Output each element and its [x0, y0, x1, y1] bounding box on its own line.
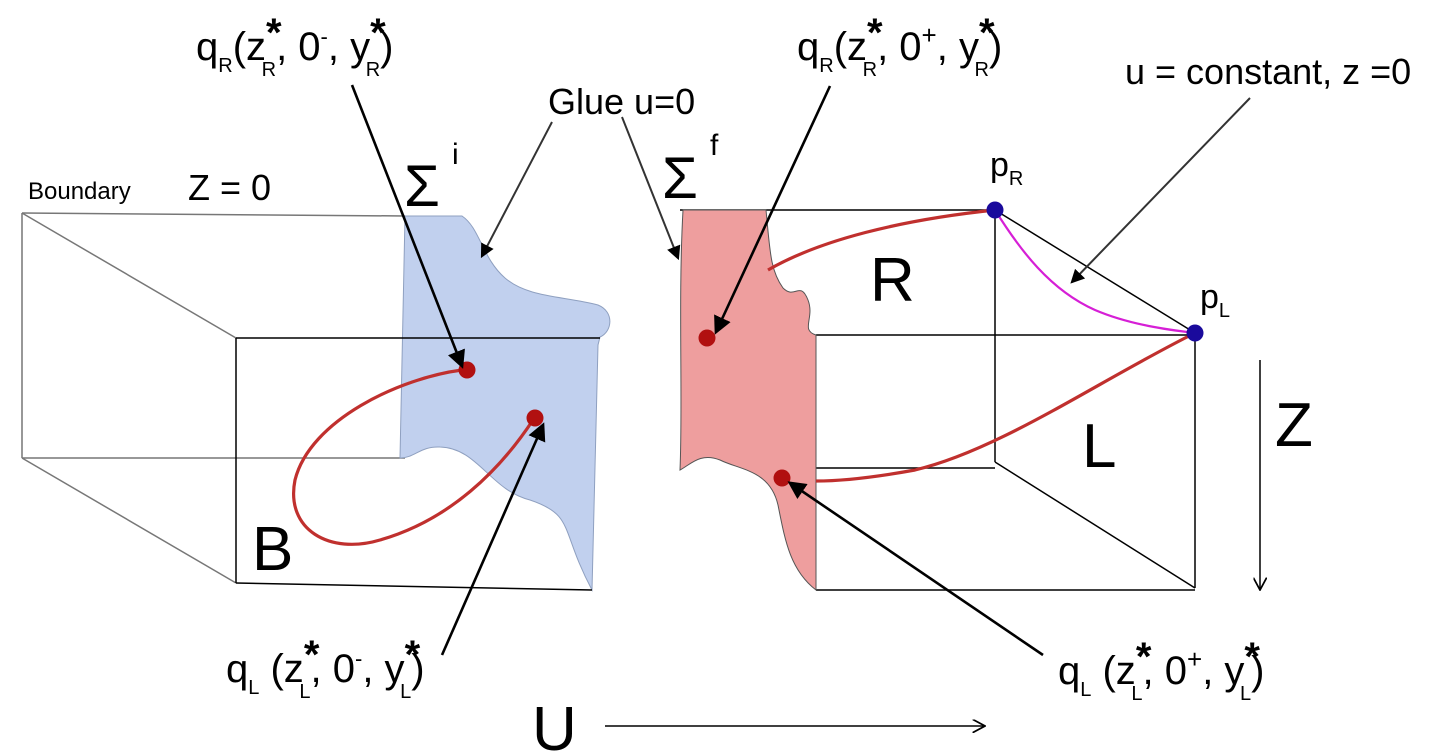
- geodesic-left-loop: [292, 368, 535, 546]
- formula-qL-plus: qL (z*L, 0+, y*L): [1058, 635, 1264, 705]
- formula-qL-minus: qL (z*L, 0-, y*L): [226, 633, 425, 703]
- z-equals-0-label: Z = 0: [188, 167, 271, 208]
- left-box-front: [235, 337, 600, 591]
- geodesic-L: [815, 331, 1196, 483]
- axis-Z-label: Z: [1275, 391, 1313, 460]
- sigma-f-surface: [679, 209, 817, 592]
- arrow-glue-to-sigma-f: [621, 116, 681, 261]
- boundary-label: Boundary: [28, 178, 131, 205]
- left-box: [21, 212, 406, 584]
- arrow-to-qL-plus: [787, 481, 1044, 657]
- formula-qR-plus: qR(z*R, 0+, y*R): [797, 11, 1002, 81]
- glue-label: Glue u=0: [548, 81, 695, 122]
- arrow-to-qR-minus: [350, 84, 465, 369]
- point-qR-plus: [698, 329, 716, 347]
- geodesic-R: [767, 208, 996, 272]
- sigma-f-symbol: Σ: [662, 146, 698, 211]
- point-qL-minus: [526, 409, 544, 427]
- arrow-u-constant: [1070, 97, 1251, 284]
- sigma-i-superscript: i: [452, 138, 459, 171]
- point-pL: [1186, 324, 1204, 342]
- pL-label: pL: [1200, 278, 1230, 322]
- formula-qR-minus: qR(z*R, 0-, y*R): [196, 11, 393, 81]
- arrow-to-qR-plus: [714, 85, 832, 335]
- region-L-label: L: [1082, 412, 1116, 481]
- point-qL-plus: [773, 469, 791, 487]
- sigma-f-superscript: f: [710, 129, 719, 162]
- right-box: [680, 209, 1196, 591]
- point-pR: [986, 201, 1004, 219]
- region-B-label: B: [252, 515, 293, 584]
- arrow-glue-to-sigma-i: [480, 121, 553, 259]
- axis-U-label: U: [532, 695, 577, 754]
- region-R-label: R: [870, 246, 915, 315]
- boundary-curve-pR-pL: [994, 209, 1196, 335]
- sigma-i-symbol: Σ: [404, 154, 440, 219]
- pR-label: pR: [990, 146, 1023, 190]
- sigma-i-surface: [399, 215, 611, 592]
- u-constant-label: u = constant, z =0: [1125, 51, 1411, 92]
- arrow-to-qL-minus: [440, 422, 546, 656]
